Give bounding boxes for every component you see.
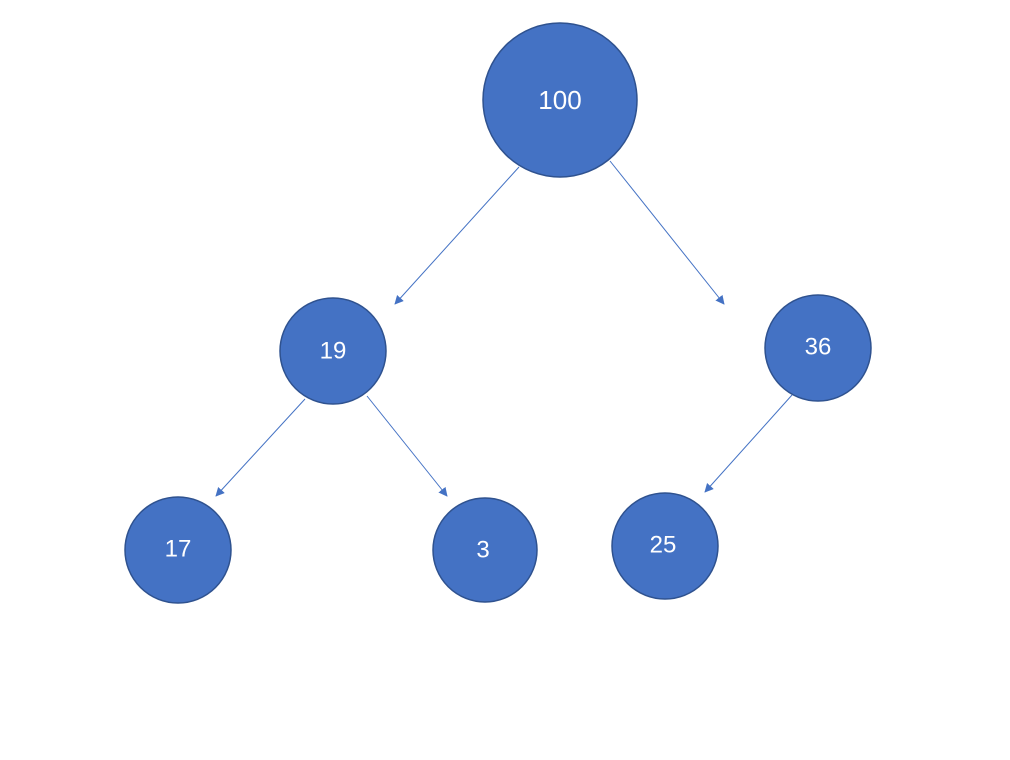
node-label: 25 [650, 532, 677, 559]
tree-node-17: 17 [124, 496, 232, 604]
node-circle [432, 497, 538, 603]
edge-100-to-36 [609, 160, 725, 305]
tree-edges [215, 160, 793, 497]
node-label: 19 [320, 338, 347, 365]
node-circle [764, 294, 872, 402]
edge-19-to-3 [366, 395, 448, 497]
tree-node-3: 3 [432, 497, 538, 603]
node-circle [124, 496, 232, 604]
tree-node-36: 36 [764, 294, 872, 402]
edge-36-to-25 [704, 394, 793, 493]
node-circle [279, 297, 387, 405]
edge-100-to-19 [394, 166, 520, 305]
tree-node-25: 25 [611, 492, 719, 600]
node-label: 3 [476, 537, 489, 564]
node-circle [482, 22, 638, 178]
node-label: 36 [805, 334, 832, 361]
tree-node-19: 19 [279, 297, 387, 405]
tree-node-100: 100 [482, 22, 638, 178]
node-circle [611, 492, 719, 600]
node-label: 17 [165, 536, 192, 563]
edge-19-to-17 [215, 398, 306, 497]
node-label: 100 [538, 85, 581, 115]
tree-nodes: 100 19 36 17 3 25 [124, 22, 872, 604]
